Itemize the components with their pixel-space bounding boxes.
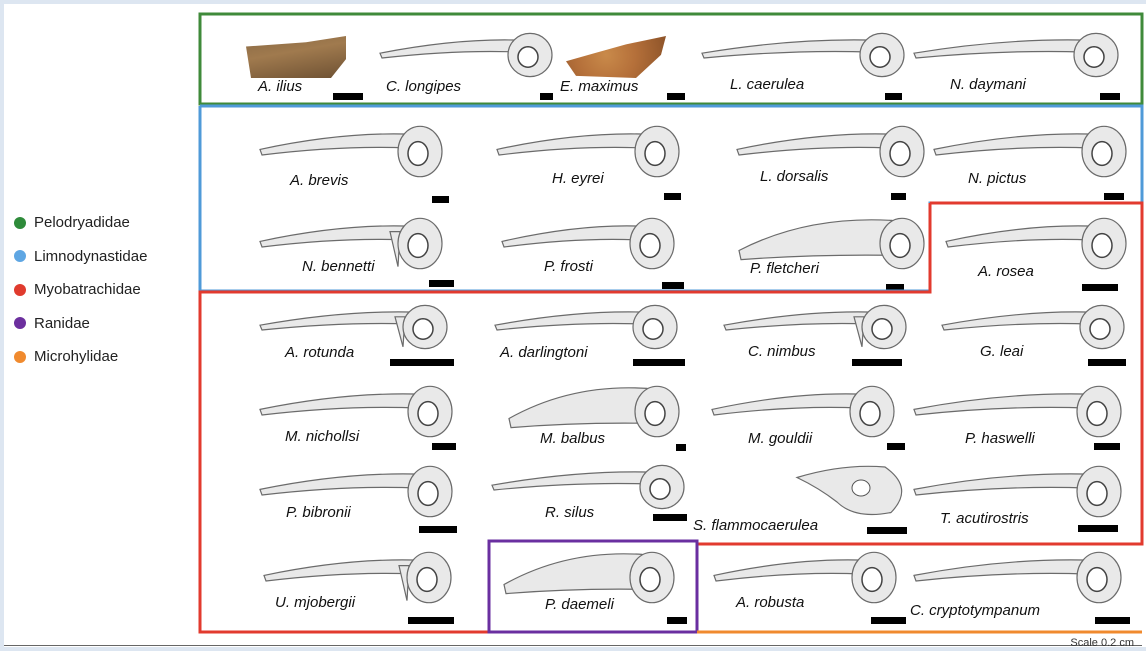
scale-bar <box>633 359 685 366</box>
scale-bar <box>429 280 454 287</box>
species-label: A. darlingtoni <box>500 344 588 361</box>
legend-item-ranidae: Ranidae <box>14 307 147 341</box>
ilium-bone-illustration <box>490 460 700 520</box>
species-label: P. bibronii <box>286 504 351 521</box>
legend-item-myobatrachidae: Myobatrachidae <box>14 273 147 307</box>
scale-bar <box>432 196 449 203</box>
species-label: L. caerulea <box>730 76 804 93</box>
scale-bar <box>667 617 687 624</box>
scale-bar <box>653 514 687 521</box>
scale-bar <box>419 526 457 533</box>
species-label: A. brevis <box>290 172 348 189</box>
species-label: M. gouldii <box>748 430 812 447</box>
scale-bar <box>885 93 902 100</box>
species-label: A. rosea <box>978 263 1034 280</box>
scale-bar <box>871 617 906 624</box>
scale-bar <box>1095 617 1130 624</box>
scale-bar <box>390 359 454 366</box>
scale-bar <box>886 284 904 291</box>
ilium-bone-illustration <box>932 120 1142 190</box>
scale-bar <box>667 93 685 100</box>
species-label: N. daymani <box>950 76 1026 93</box>
species-label: T. acutirostris <box>940 510 1029 527</box>
species-label: M. balbus <box>540 430 605 447</box>
species-label: A. ilius <box>258 78 302 95</box>
scale-bar <box>408 617 454 624</box>
species-label: C. cryptotympanum <box>910 602 1040 619</box>
legend-item-microhylidae: Microhylidae <box>14 340 147 374</box>
scale-bar <box>852 359 902 366</box>
scale-bar <box>1104 193 1124 200</box>
legend-label: Microhylidae <box>34 348 118 365</box>
legend-dot-icon <box>14 217 26 229</box>
ilium-bone-illustration <box>258 120 458 190</box>
legend-label: Ranidae <box>34 315 90 332</box>
scale-bar <box>891 193 906 200</box>
scale-bar <box>540 93 553 100</box>
species-label: P. daemeli <box>545 596 614 613</box>
species-label: M. nichollsi <box>285 428 359 445</box>
scale-bar <box>1100 93 1120 100</box>
scale-bar <box>1078 525 1118 532</box>
bottom-strip <box>0 647 1146 651</box>
species-label: A. rotunda <box>285 344 354 361</box>
ilium-bone-illustration <box>500 212 690 282</box>
scale-bar <box>662 282 684 289</box>
species-label: C. longipes <box>386 78 461 95</box>
legend-dot-icon <box>14 284 26 296</box>
ilium-bone-illustration <box>940 300 1140 360</box>
legend-dot-icon <box>14 250 26 262</box>
scale-bar <box>887 443 905 450</box>
legend-dot-icon <box>14 351 26 363</box>
species-label: N. bennetti <box>302 258 375 275</box>
species-label: U. mjobergii <box>275 594 355 611</box>
species-label: H. eyrei <box>552 170 604 187</box>
species-label: N. pictus <box>968 170 1026 187</box>
species-label: C. nimbus <box>748 343 816 360</box>
species-label: P. haswelli <box>965 430 1035 447</box>
legend-item-limnodynastidae: Limnodynastidae <box>14 240 147 274</box>
scale-bar <box>676 444 686 451</box>
species-label: A. robusta <box>736 594 804 611</box>
legend-label: Pelodryadidae <box>34 214 130 231</box>
scale-bar <box>1082 284 1118 291</box>
species-label: P. fletcheri <box>750 260 819 277</box>
scale-bar <box>1088 359 1126 366</box>
species-label: E. maximus <box>560 78 638 95</box>
species-label: R. silus <box>545 504 594 521</box>
species-label: P. frosti <box>544 258 593 275</box>
legend-label: Limnodynastidae <box>34 248 147 265</box>
scale-bar <box>664 193 681 200</box>
ilium-bone-illustration <box>944 212 1142 282</box>
legend-item-pelodryadidae: Pelodryadidae <box>14 206 147 240</box>
legend-dot-icon <box>14 317 26 329</box>
scale-bar <box>432 443 456 450</box>
species-label: L. dorsalis <box>760 168 828 185</box>
bottom-rule <box>4 645 1142 646</box>
family-legend: Pelodryadidae Limnodynastidae Myobatrach… <box>14 206 147 374</box>
legend-label: Myobatrachidae <box>34 281 141 298</box>
species-label: G. leai <box>980 343 1023 360</box>
scale-bar <box>333 93 363 100</box>
scale-bar <box>867 527 907 534</box>
species-label: S. flammocaerulea <box>693 517 818 534</box>
scale-bar <box>1094 443 1120 450</box>
scale-caption: Scale 0.2 cm <box>1070 637 1134 649</box>
